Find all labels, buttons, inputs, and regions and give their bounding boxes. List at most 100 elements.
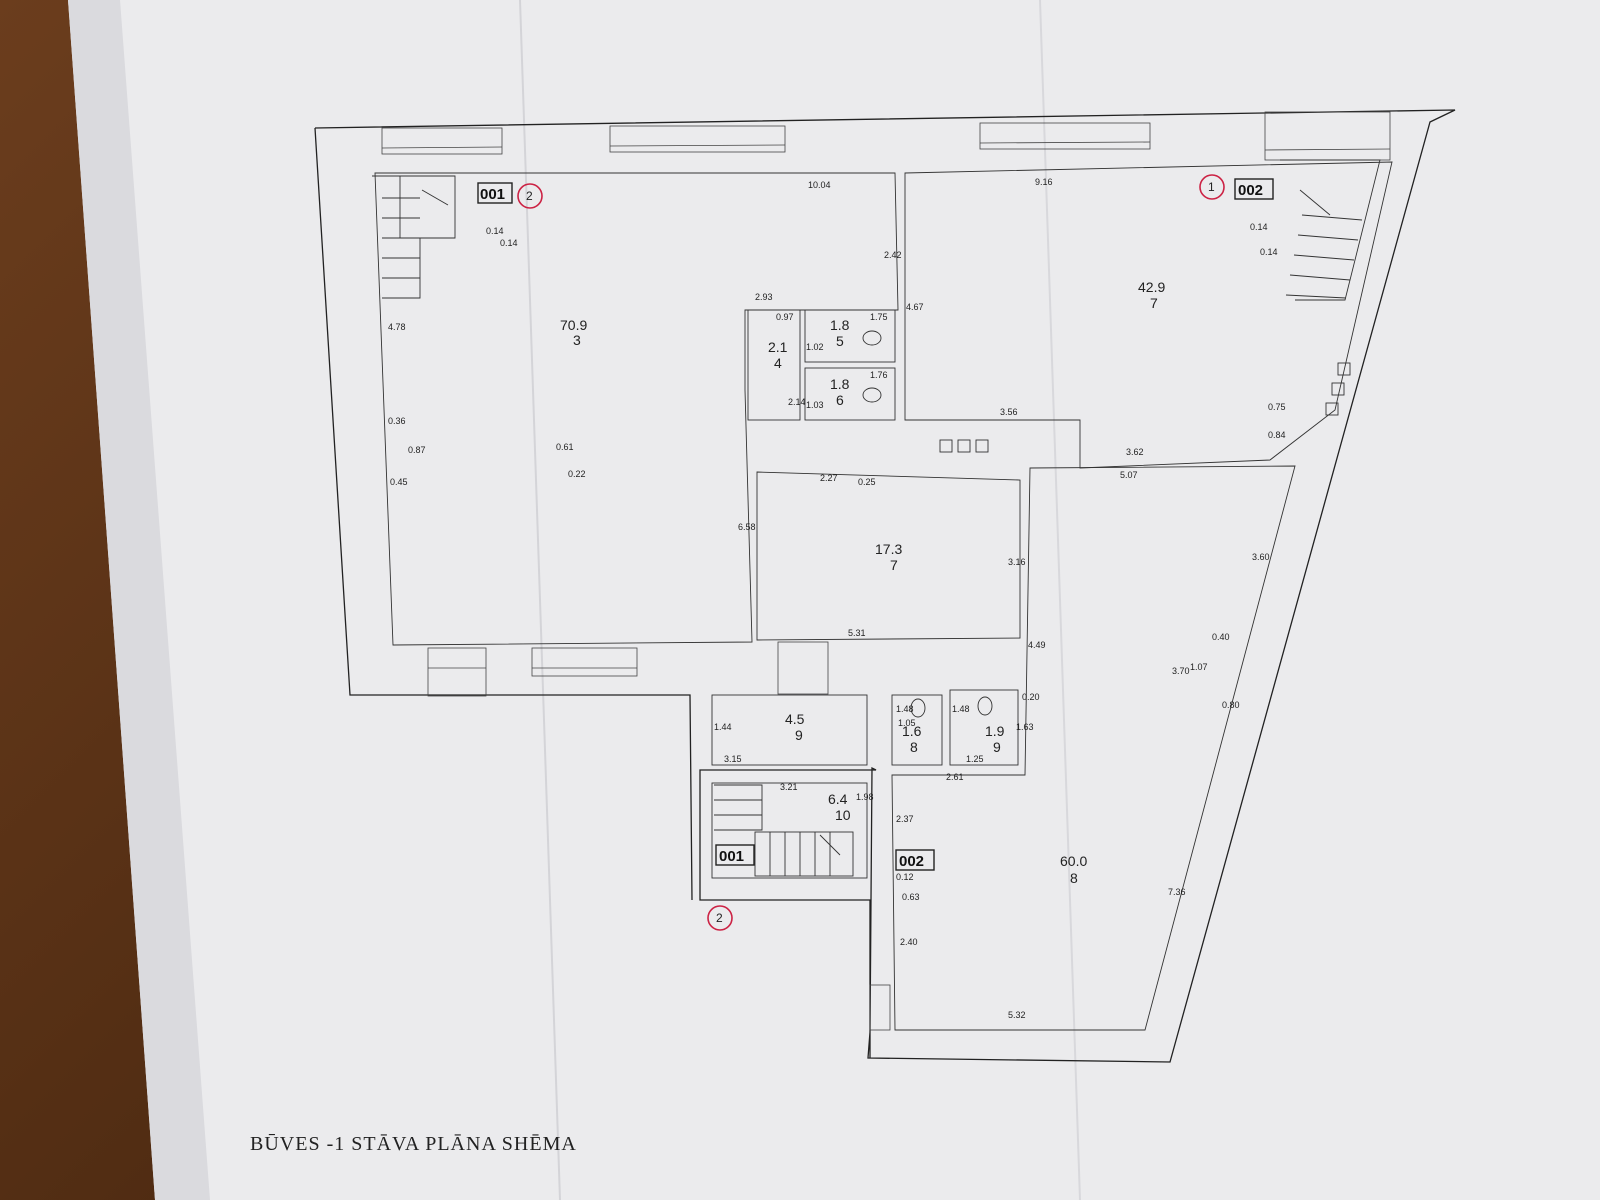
staircase-left bbox=[372, 175, 456, 299]
dimension-label: 0.84 bbox=[1268, 430, 1286, 440]
stair-tag-box bbox=[895, 849, 935, 871]
dimension-label: 0.63 bbox=[902, 892, 920, 902]
dimension-label: 0.87 bbox=[408, 445, 426, 455]
room-area: 70.9 bbox=[560, 317, 587, 333]
room-number: 9 bbox=[795, 727, 803, 743]
paper-fold-line bbox=[519, 0, 561, 1200]
room-number: 8 bbox=[1070, 870, 1078, 886]
room-10-outline bbox=[711, 782, 868, 879]
dimension-label: 1.48 bbox=[896, 704, 914, 714]
dimension-label: 3.21 bbox=[780, 782, 798, 792]
stair-tag-box bbox=[715, 844, 755, 866]
staircase-bottom bbox=[714, 784, 854, 877]
room-8-large-outline bbox=[891, 465, 1296, 1031]
dimension-label: 1.75 bbox=[870, 312, 888, 322]
room-8-small-outline bbox=[891, 694, 943, 766]
dimension-label: 3.16 bbox=[1008, 557, 1026, 567]
dimension-label: 0.40 bbox=[1212, 632, 1230, 642]
room-9-outline bbox=[711, 694, 868, 766]
dimension-label: 0.14 bbox=[500, 238, 518, 248]
dimension-label: 5.31 bbox=[848, 628, 866, 638]
dimension-label: 7.36 bbox=[1168, 887, 1186, 897]
room-area: 4.5 bbox=[785, 711, 805, 727]
dimension-label: 0.12 bbox=[896, 872, 914, 882]
dimension-label: 0.80 bbox=[1222, 700, 1240, 710]
dimension-label: 9.16 bbox=[1035, 177, 1053, 187]
room-5-outline bbox=[804, 309, 896, 363]
dimension-label: 1.44 bbox=[714, 722, 732, 732]
dimension-label: 0.14 bbox=[486, 226, 504, 236]
room-area: 1.8 bbox=[830, 317, 850, 333]
room-area: 60.0 bbox=[1060, 853, 1087, 869]
room-area: 42.9 bbox=[1138, 279, 1165, 295]
room-number: 3 bbox=[573, 332, 581, 348]
vent-icon bbox=[939, 362, 1351, 453]
room-area: 2.1 bbox=[768, 339, 788, 355]
dimension-label: 2.61 bbox=[946, 772, 964, 782]
section-marker-label: 1 bbox=[1208, 180, 1215, 194]
dimension-label: 3.62 bbox=[1126, 447, 1144, 457]
stair-tag: 001 bbox=[480, 186, 505, 203]
dimension-label: 2.14 bbox=[788, 397, 806, 407]
section-marker bbox=[707, 905, 733, 931]
room-area: 17.3 bbox=[875, 541, 902, 557]
toilet-icon bbox=[862, 330, 993, 718]
dimension-label: 5.32 bbox=[1008, 1010, 1026, 1020]
room-number: 5 bbox=[836, 333, 844, 349]
dimension-label: 0.14 bbox=[1260, 247, 1278, 257]
section-marker-label: 2 bbox=[716, 911, 723, 925]
dimension-label: 0.75 bbox=[1268, 402, 1286, 412]
room-9-small-outline bbox=[949, 689, 1019, 766]
dimension-label: 0.45 bbox=[390, 477, 408, 487]
paper-margin-fold bbox=[68, 0, 210, 1200]
dimension-label: 0.22 bbox=[568, 469, 586, 479]
dimension-label: 0.36 bbox=[388, 416, 406, 426]
room-area: 6.4 bbox=[828, 791, 848, 807]
dimension-label: 1.63 bbox=[1016, 722, 1034, 732]
dimension-label: 3.56 bbox=[1000, 407, 1018, 417]
paper-fold-line bbox=[1039, 0, 1081, 1200]
dimension-label: 1.02 bbox=[806, 342, 824, 352]
dimension-label: 2.40 bbox=[900, 937, 918, 947]
dimension-label: 3.60 bbox=[1252, 552, 1270, 562]
dimension-label: 0.25 bbox=[858, 477, 876, 487]
room-number: 7 bbox=[890, 557, 898, 573]
dimension-label: 1.07 bbox=[1190, 662, 1208, 672]
room-number: 7 bbox=[1150, 295, 1158, 311]
dimension-label: 1.05 bbox=[898, 718, 916, 728]
dimension-label: 3.15 bbox=[724, 754, 742, 764]
staircase-right bbox=[1280, 159, 1381, 301]
dimension-label: 6.58 bbox=[738, 522, 756, 532]
dimension-label: 1.76 bbox=[870, 370, 888, 380]
dimension-label: 1.25 bbox=[966, 754, 984, 764]
stair-tag: 002 bbox=[1238, 182, 1263, 199]
stair-tag-box bbox=[1234, 178, 1274, 200]
outer-wall-left bbox=[314, 127, 693, 901]
outer-wall bbox=[314, 109, 1456, 1063]
dimension-label: 5.07 bbox=[1120, 470, 1138, 480]
room-number: 8 bbox=[910, 739, 918, 755]
dimension-label: 2.93 bbox=[755, 292, 773, 302]
dimension-label: 4.78 bbox=[388, 322, 406, 332]
windows-top bbox=[381, 111, 1391, 161]
dimension-label: 1.98 bbox=[856, 792, 874, 802]
stair-tag-box bbox=[477, 182, 513, 204]
room-number: 10 bbox=[835, 807, 851, 823]
section-marker bbox=[517, 183, 543, 209]
dimension-label: 4.49 bbox=[1028, 640, 1046, 650]
room-3-outline bbox=[374, 172, 899, 646]
room-area: 1.8 bbox=[830, 376, 850, 392]
dimension-label: 0.14 bbox=[1250, 222, 1268, 232]
dimension-label: 1.03 bbox=[806, 400, 824, 410]
room-6-outline bbox=[804, 367, 896, 421]
dimension-label: 2.42 bbox=[884, 250, 902, 260]
dimension-label: 0.97 bbox=[776, 312, 794, 322]
room-7-lower-outline bbox=[756, 471, 1021, 641]
dimension-label: 0.20 bbox=[1022, 692, 1040, 702]
stair-tag: 002 bbox=[899, 853, 924, 870]
room-4-outline bbox=[747, 309, 801, 421]
dimension-label: 2.37 bbox=[896, 814, 914, 824]
windows-bottom bbox=[427, 641, 891, 1031]
